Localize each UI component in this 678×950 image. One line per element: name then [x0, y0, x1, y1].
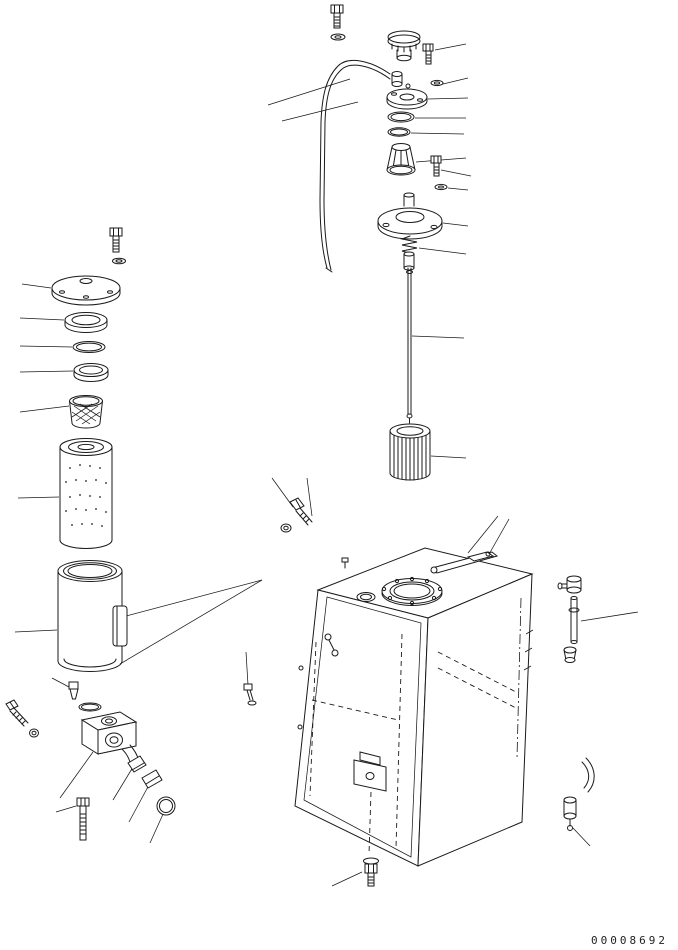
filler-cap-assembly [387, 30, 421, 89]
seat-ring [73, 363, 109, 382]
cap-bolt [330, 4, 346, 41]
sight-gauge [324, 633, 339, 657]
hose-fitting [127, 755, 147, 773]
tank-mount-bolt [243, 683, 257, 706]
part-number: 00008692 [591, 934, 668, 947]
return-tube-assembly [557, 575, 582, 663]
cover-bolt [430, 155, 448, 191]
cover-screw [280, 497, 313, 533]
weld-nut [298, 665, 304, 671]
case-plug [68, 681, 79, 700]
gauge-cover-assembly [377, 192, 443, 271]
cap-side-bolt [422, 43, 444, 87]
hinge-bracket [466, 551, 495, 562]
seal-ring [387, 111, 415, 123]
hydraulic-tank [294, 547, 534, 867]
o-ring [72, 341, 106, 353]
mount-bolt [76, 797, 90, 841]
top-screw [341, 557, 349, 569]
top-port [356, 592, 376, 602]
hidden-lines [309, 597, 522, 855]
snap-ring [387, 127, 411, 137]
fitting-nut [141, 769, 163, 789]
filler-opening [381, 576, 443, 606]
lid-ring [64, 312, 108, 333]
filler-strainer [386, 143, 416, 176]
cap-mount-plate [386, 88, 428, 110]
leader-lines [14, 43, 639, 887]
drain-valve [563, 757, 595, 831]
weld-nut [297, 724, 303, 730]
case-o-ring [78, 702, 102, 712]
filter-element [59, 438, 113, 549]
fitting-ring [156, 796, 176, 816]
sender-block [353, 751, 387, 792]
breather-hose [319, 59, 391, 273]
edge-ticks [523, 629, 534, 671]
strainer-basket [69, 395, 103, 429]
drain-bolt [363, 857, 379, 887]
filter-perforations [65, 464, 107, 527]
level-gauge-rod [406, 267, 413, 424]
cover-bolt-left [109, 227, 126, 265]
tank-lid [51, 275, 121, 306]
valve-block [80, 711, 139, 763]
strainer-case [57, 560, 128, 672]
breather-filter-element [389, 423, 431, 481]
flange-bolt [5, 699, 39, 738]
